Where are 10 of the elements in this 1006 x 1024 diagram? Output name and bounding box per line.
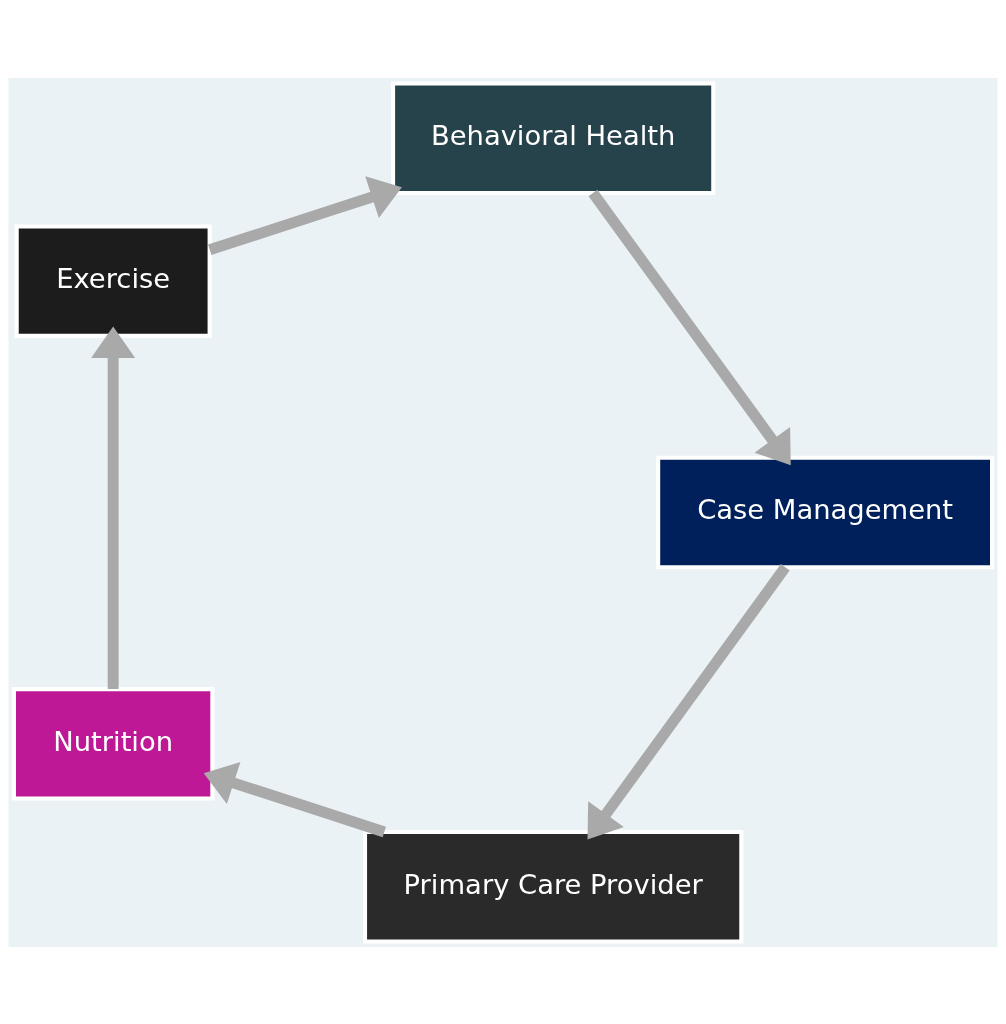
node-box: Primary Care Provider [362,829,744,944]
arrow [587,563,790,840]
arrow [91,325,136,689]
arrow [203,761,386,837]
node-box: Exercise [14,223,212,338]
node-box: Case Management [656,455,995,569]
arrow [588,189,791,465]
node-box: Nutrition [11,686,215,801]
node-box: Behavioral Health [391,80,716,195]
arrow [208,175,402,255]
